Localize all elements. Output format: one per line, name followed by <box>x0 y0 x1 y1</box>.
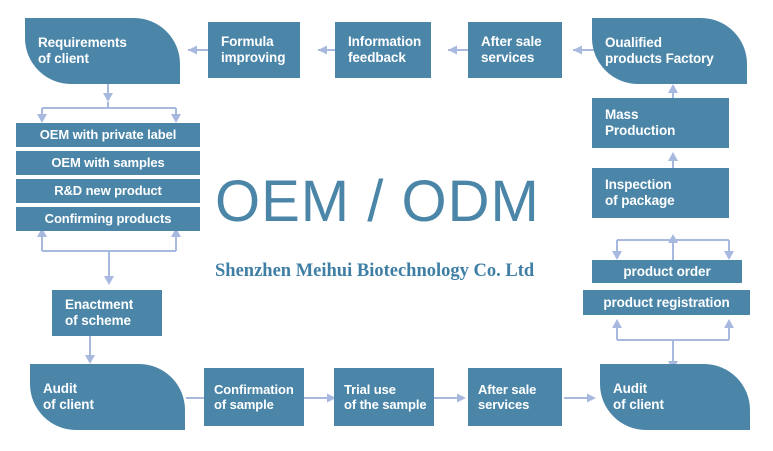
node-trial-use-of-the-sample[interactable]: Trial use of the sample <box>334 368 434 426</box>
connector-enactment-to-audit <box>85 336 95 364</box>
connector-requirements-to-oem-bracket <box>37 80 181 123</box>
connector-confirmation-to-trial <box>304 393 336 403</box>
connector-inspection-to-productorder-bracket <box>612 234 734 262</box>
connector-registration-to-audit-bracket <box>612 319 734 370</box>
node-oem-with-samples[interactable]: OEM with samples <box>16 151 200 175</box>
node-inspection-of-package[interactable]: Inspection of package <box>592 168 729 218</box>
node-after-sale-services-bottom[interactable]: After sale services <box>468 368 562 426</box>
node-product-registration[interactable]: product registration <box>583 290 750 315</box>
node-enactment-of-scheme[interactable]: Enactment of scheme <box>52 290 162 336</box>
node-mass-production[interactable]: Mass Production <box>592 98 729 148</box>
node-formula-improving[interactable]: Formula improving <box>208 22 300 78</box>
connector-trial-to-aftersale <box>434 393 466 403</box>
node-after-sale-services-top[interactable]: After sale services <box>468 22 562 78</box>
node-rd-new-product[interactable]: R&D new product <box>16 179 200 203</box>
node-audit-of-client-right[interactable]: Audit of client <box>600 364 750 430</box>
node-requirements-of-client[interactable]: Requirements of client <box>25 18 180 84</box>
node-information-feedback[interactable]: Information feedback <box>335 22 431 78</box>
node-confirming-products[interactable]: Confirming products <box>16 207 200 231</box>
node-confirmation-of-sample[interactable]: Confirmation of sample <box>204 368 304 426</box>
connector-confirming-to-enactment-bracket <box>37 228 181 285</box>
node-product-order[interactable]: product order <box>592 260 742 283</box>
connector-aftersale-to-audit-right <box>564 393 596 403</box>
node-audit-of-client-left[interactable]: Audit of client <box>30 364 185 430</box>
page-title: OEM / ODM <box>215 169 540 234</box>
company-subtitle: Shenzhen Meihui Biotechnology Co. Ltd <box>215 261 535 281</box>
node-qualified-products-factory[interactable]: Oualified products Factory <box>592 18 747 84</box>
node-oem-with-private-label[interactable]: OEM with private label <box>16 123 200 147</box>
